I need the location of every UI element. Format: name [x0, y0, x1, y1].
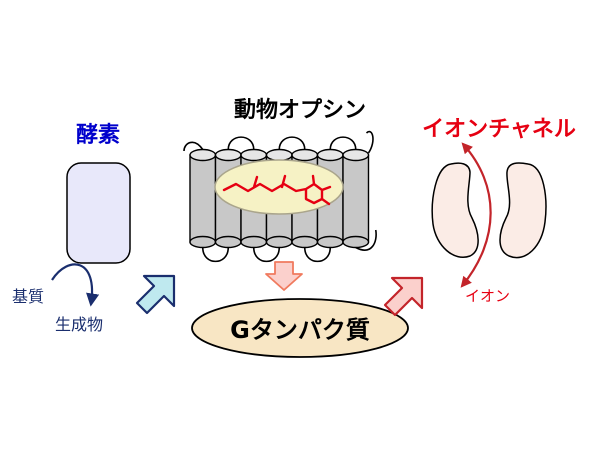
ion-channel-left-subunit	[431, 162, 479, 258]
transmembrane-helix	[342, 148, 370, 249]
arrow-to-enzyme	[135, 274, 176, 315]
ion-label: イオン	[465, 287, 511, 305]
substrate-label: 基質	[12, 287, 45, 306]
g-protein-oval	[191, 298, 409, 358]
ion-channel-label: イオンチャネル	[422, 117, 576, 142]
opsin-label: 動物オプシン	[233, 98, 367, 123]
helix-loops	[183, 130, 377, 263]
enzyme-label: 酵素	[75, 123, 121, 148]
ion-flow-arrow	[460, 142, 492, 288]
transmembrane-helix	[189, 148, 217, 249]
opsin-protein	[183, 130, 377, 263]
ion-channel-right-subunit	[499, 162, 547, 259]
arrow-to-ion-channel	[383, 276, 424, 317]
g-protein-label: Gタンパク質	[230, 316, 370, 344]
retinal-chromophore	[222, 174, 332, 206]
enzyme-box	[66, 162, 131, 264]
product-label: 生成物	[55, 315, 104, 334]
arrow-opsin-to-g-protein	[265, 261, 303, 291]
substrate-to-product-arrow	[51, 263, 100, 307]
